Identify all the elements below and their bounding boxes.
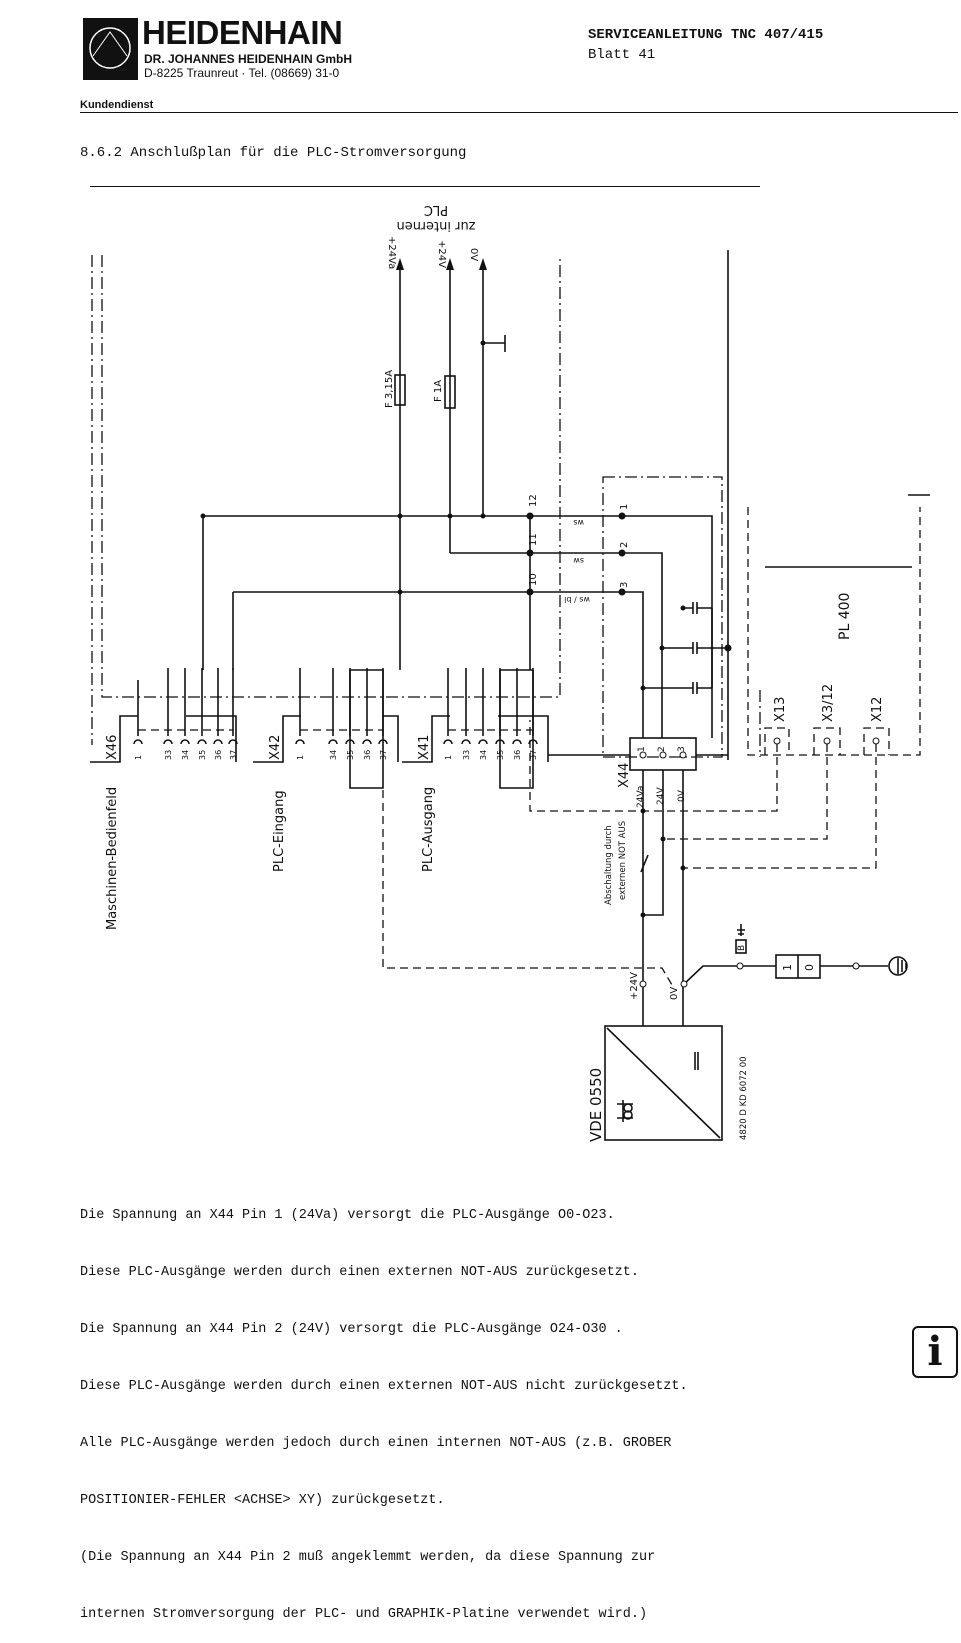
x42-pin-36: 36 [363,750,372,760]
department: Kundendienst [80,99,154,111]
psu-label: VDE 0550 [587,1068,605,1142]
pl400-x12: X12 [870,697,885,722]
x41-pin-1: 1 [444,755,453,760]
terminal-b [735,939,747,954]
pin-socket [512,739,522,745]
x44-signal-24v: 24V [656,787,666,805]
header-divider [80,112,958,113]
pin-socket [328,739,338,745]
x44-pin-2: 2 [657,746,667,752]
description-line: POSITIONIER-FEHLER <ACHSE> XY) zurückges… [80,1493,445,1508]
description-line: Diese PLC-Ausgänge werden durch einen ex… [80,1379,688,1394]
x46-pin-1: 1 [134,755,143,760]
internal-label: zur internen [396,218,475,233]
brand-name: HEIDENHAIN [142,14,343,51]
description-line: internen Stromversorgung der PLC- und GR… [80,1607,648,1622]
x41-pin-36: 36 [513,750,522,760]
notaus-note-1: Abschaltung durch [604,825,614,905]
pin-socket [478,739,488,745]
terminal-11: 11 [528,533,539,546]
sheet-number: Blatt 41 [588,47,656,63]
x44-signal-0v: 0V [677,789,687,802]
notaus-note-2: externen NOT AUS [618,821,628,900]
supply-plus-label: +24V [629,972,640,1000]
x46-name: X46 [105,735,120,760]
x42-name: X42 [268,735,283,760]
wire-color-ws: ws [573,518,584,527]
pl400-x3-12: X3/12 [821,684,836,722]
psu-part-number: 4820 D KD 6072 00 [739,1056,749,1140]
company-name: DR. JOHANNES HEIDENHAIN GmbH [144,52,353,66]
supply-zero-label: 0V [669,987,680,1000]
wire-color-sw: sw [573,556,584,565]
description-line: (Die Spannung an X44 Pin 2 muß angeklemm… [80,1550,656,1565]
x46-pin-36: 36 [214,750,223,760]
switch-on: 1 [781,964,794,971]
x41-connector-frame [402,715,549,763]
pin-socket [443,739,453,745]
fuse-label-3-15a: F 3,15A [384,370,395,408]
terminal-2: 2 [619,542,630,548]
x42-pin-34: 34 [329,750,338,760]
pin-socket [228,739,238,745]
section-title: 8.6.2 Anschlußplan für die PLC-Stromvers… [80,145,467,161]
x44-signal-24va: 24Va [636,786,646,808]
pin-socket [180,739,190,745]
terminal-1: 1 [619,504,630,510]
terminal-12: 12 [528,494,539,507]
heidenhain-logo [83,18,138,80]
pin-socket [295,739,305,745]
x41-bridge [499,669,534,789]
x41-name: X41 [417,735,432,760]
switch-off: 0 [803,964,816,971]
x44-name: X44 [617,763,632,788]
x41-pin-33: 33 [462,750,471,760]
pin-socket [362,739,372,745]
connector-label-x41: PLC-Ausgang [421,787,436,872]
rail-label-24v: +24V [436,240,447,268]
x44-pin-1: 1 [637,746,647,752]
x42-pin-1: 1 [296,755,305,760]
connector-label-x42: PLC-Eingang [272,790,287,872]
wire-color-ws-bl: ws / bl [564,595,590,604]
terminal-10: 10 [528,573,539,586]
fuse-1a [444,375,456,409]
x42-connector-frame [253,715,399,763]
x41-pin-34: 34 [479,750,488,760]
x42-bridge [349,669,384,789]
description-line: Diese PLC-Ausgänge werden durch einen ex… [80,1265,639,1280]
x44-pin-3: 3 [677,746,687,752]
pl400-label: PL 400 [837,593,853,640]
power-supply-vde0550 [604,1025,723,1141]
info-icon[interactable]: i [912,1326,958,1378]
plc-label: PLC [424,202,448,217]
manual-title: SERVICEANLEITUNG TNC 407/415 [588,27,824,43]
x46-pin-33: 33 [164,750,173,760]
ground-icon [888,956,908,976]
rail-label-0v: 0V [468,248,479,261]
pin-socket [461,739,471,745]
terminal-3: 3 [619,582,630,588]
pin-socket [197,739,207,745]
terminal-b-label: B [737,945,747,951]
description-line: Die Spannung an X44 Pin 1 (24Va) versorg… [80,1208,615,1223]
x46-pin-37: 37 [229,750,238,760]
description-line: Alle PLC-Ausgänge werden jedoch durch ei… [80,1436,672,1451]
pin-socket [163,739,173,745]
x46-pin-35: 35 [198,750,207,760]
company-address: D-8225 Traunreut · Tel. (08669) 31-0 [144,66,340,80]
pin-socket [213,739,223,745]
wiring-diagram: PLC zur internen +24Va +24V 0V F 3,15A F… [90,202,930,1142]
description: Die Spannung an X44 Pin 1 (24Va) versorg… [80,1168,688,1643]
fuse-3-15a [394,374,406,406]
title-divider [90,186,760,187]
fuse-label-1a: F 1A [433,380,444,402]
description-line: Die Spannung an X44 Pin 2 (24V) versorgt… [80,1322,623,1337]
connector-label-x46: Maschinen-Bedienfeld [105,787,120,930]
x46-pin-34: 34 [181,750,190,760]
pin-socket [133,739,143,745]
rail-label-24va: +24Va [386,236,397,269]
pl400-x13: X13 [773,697,788,722]
